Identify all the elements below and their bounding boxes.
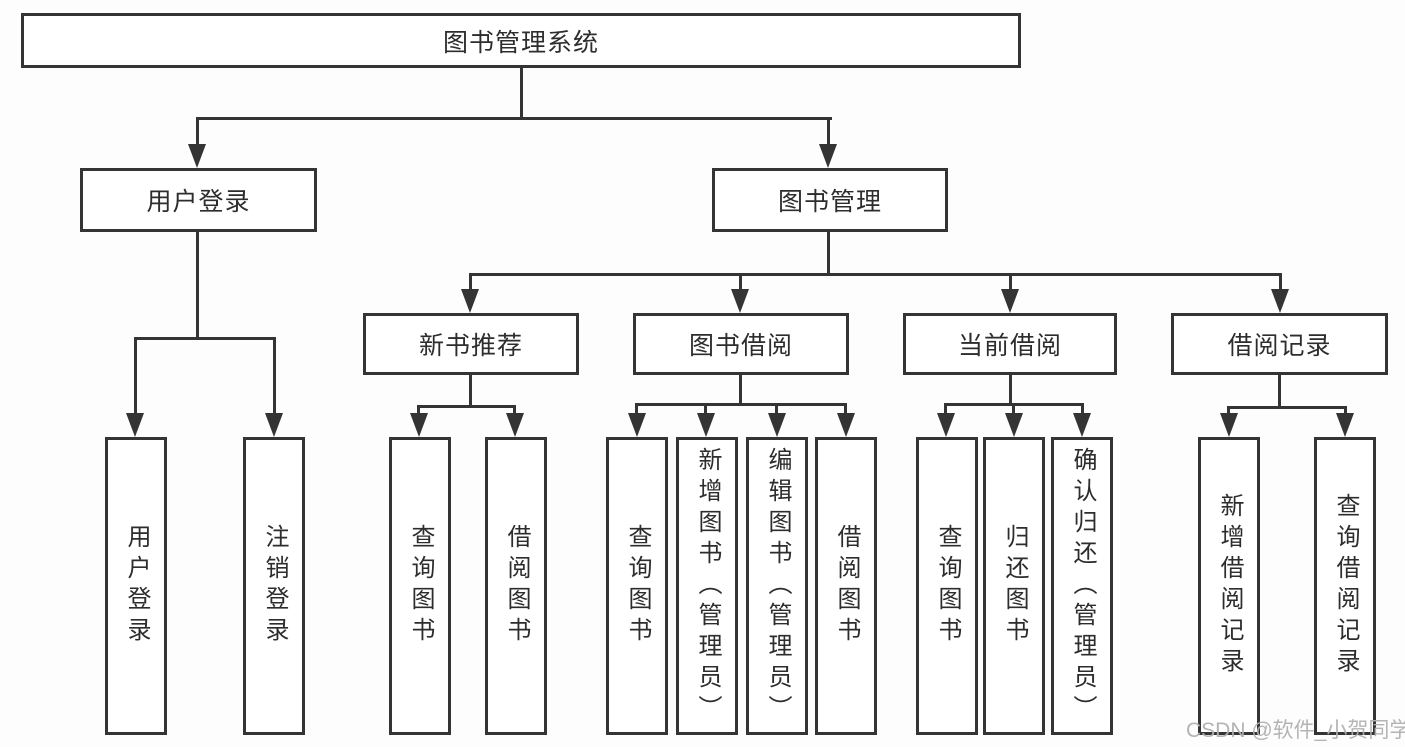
node-label: 查询图书 (624, 524, 651, 648)
connector-line (469, 273, 1282, 276)
arrowhead-down-icon (1220, 413, 1238, 437)
csdn-watermark: CSDN @软件_小贺同学 (1186, 719, 1405, 742)
connector-line (196, 230, 199, 340)
connector-line (1081, 403, 1084, 415)
connector-line (1279, 273, 1282, 291)
arrowhead-down-icon (265, 413, 283, 437)
node-leaf-logout: 注销登录 (243, 437, 305, 735)
arrowhead-down-icon (837, 413, 855, 437)
connector-line (775, 403, 778, 415)
connector-line (1009, 273, 1012, 291)
connector-line (469, 273, 472, 291)
connector-line (134, 337, 276, 340)
connector-line (196, 117, 832, 120)
node-current-borrowing: 当前借阅 (903, 313, 1117, 375)
connector-line (1009, 373, 1012, 406)
node-user-login: 用户登录 (80, 168, 317, 232)
node-label: 借阅记录 (1227, 332, 1332, 360)
connector-line (704, 403, 707, 415)
connector-line (844, 403, 847, 415)
arrowhead-down-icon (506, 413, 524, 437)
arrowhead-down-icon (937, 413, 955, 437)
connector-line (1227, 406, 1347, 409)
connector-line (739, 373, 742, 406)
arrowhead-down-icon (410, 413, 428, 437)
node-leaf-add-books-admin: 新增图书（管理员） (676, 437, 738, 735)
node-leaf-borrow-books-recommend: 借阅图书 (485, 437, 547, 735)
arrowhead-down-icon (697, 413, 715, 437)
arrowhead-down-icon (628, 413, 646, 437)
connector-line (1344, 406, 1347, 416)
node-new-book-recommend: 新书推荐 (363, 313, 579, 375)
arrowhead-down-icon (461, 289, 479, 313)
arrowhead-down-icon (1073, 413, 1091, 437)
connector-line (827, 117, 830, 147)
node-library-system: 图书管理系统 (21, 13, 1021, 68)
node-leaf-return-books: 归还图书 (983, 437, 1045, 735)
connector-line (134, 337, 137, 413)
node-label: 注销登录 (261, 524, 288, 648)
node-leaf-query-books-borrowing: 查询图书 (606, 437, 668, 735)
node-leaf-confirm-return-admin: 确认归还（管理员） (1051, 437, 1113, 735)
arrowhead-down-icon (1336, 413, 1354, 437)
arrowhead-down-icon (188, 144, 206, 168)
node-label: 查询图书 (934, 524, 961, 648)
node-leaf-query-borrow-record: 查询借阅记录 (1314, 437, 1376, 735)
node-label: 当前借阅 (957, 332, 1062, 360)
node-leaf-add-borrow-record: 新增借阅记录 (1198, 437, 1260, 735)
node-label: 用户登录 (123, 524, 150, 648)
connector-line (635, 403, 638, 415)
arrowhead-down-icon (1271, 289, 1289, 313)
node-label: 新书推荐 (418, 332, 523, 360)
arrowhead-down-icon (768, 413, 786, 437)
connector-line (273, 337, 276, 413)
node-label: 图书管理 (777, 188, 882, 216)
connector-line (417, 405, 516, 408)
connector-line (944, 403, 947, 415)
node-book-management: 图书管理 (712, 168, 948, 232)
node-label: 图书借阅 (688, 332, 793, 360)
arrowhead-down-icon (1005, 413, 1023, 437)
node-book-borrowing: 图书借阅 (633, 313, 849, 375)
connector-line (513, 405, 516, 417)
connector-line (1227, 406, 1230, 416)
node-leaf-edit-books-admin: 编辑图书（管理员） (746, 437, 808, 735)
node-leaf-query-books-current: 查询图书 (916, 437, 978, 735)
connector-line (827, 230, 830, 276)
connector-line (417, 405, 420, 417)
node-label: 编辑图书（管理员） (764, 446, 791, 726)
node-label: 确认归还（管理员） (1069, 446, 1096, 726)
node-label: 用户登录 (146, 188, 251, 216)
connector-line (739, 273, 742, 291)
connector-line (469, 373, 472, 408)
node-label: 图书管理系统 (442, 28, 599, 57)
arrowhead-down-icon (1001, 289, 1019, 313)
node-label: 新增图书（管理员） (694, 446, 721, 726)
connector-line (635, 403, 847, 406)
node-label: 归还图书 (1001, 524, 1028, 648)
node-label: 借阅图书 (503, 524, 530, 648)
connector-line (1012, 403, 1015, 415)
node-leaf-query-books-recommend: 查询图书 (389, 437, 451, 735)
node-label: 查询图书 (407, 524, 434, 648)
node-borrowing-records: 借阅记录 (1171, 313, 1388, 375)
connector-line (196, 117, 199, 147)
node-label: 新增借阅记录 (1216, 493, 1243, 679)
node-leaf-user-login: 用户登录 (105, 437, 167, 735)
connector-line (1278, 373, 1281, 409)
node-label: 查询借阅记录 (1332, 493, 1359, 679)
connector-line (520, 66, 523, 120)
node-label: 借阅图书 (833, 524, 860, 648)
arrowhead-down-icon (731, 289, 749, 313)
node-leaf-borrow-books: 借阅图书 (815, 437, 877, 735)
arrowhead-down-icon (126, 413, 144, 437)
arrowhead-down-icon (819, 144, 837, 168)
